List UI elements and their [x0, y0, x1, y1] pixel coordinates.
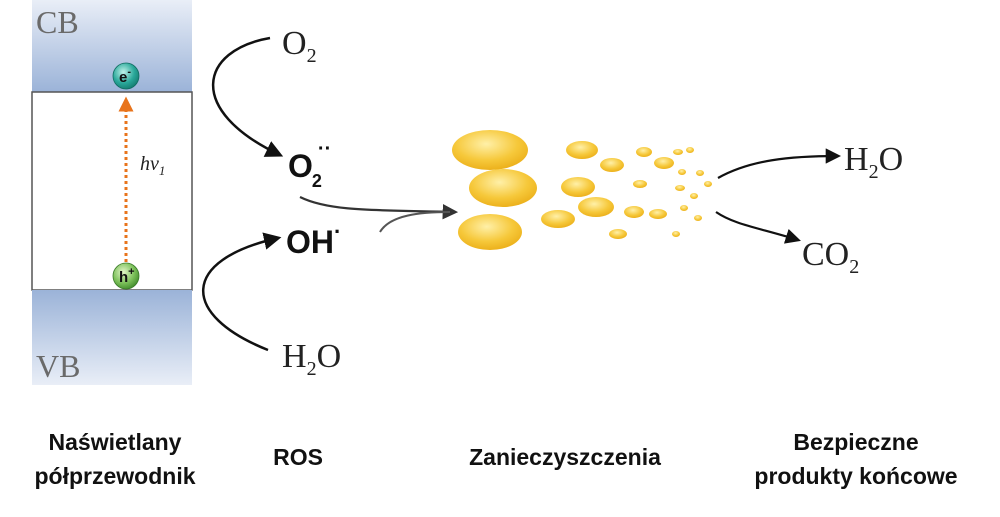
arrow-o2-to-superoxide	[211, 36, 284, 157]
pollutant-particle	[452, 130, 528, 170]
superoxide-radical: O2··	[288, 138, 331, 191]
cb-label: CB	[36, 4, 79, 40]
caption-ros: ROS	[248, 440, 348, 474]
caption-end-products-line1: Bezpieczne	[793, 429, 919, 455]
caption-semiconductor: Naświetlany półprzewodnik	[0, 425, 230, 493]
pollutant-particle	[654, 157, 674, 169]
pollutant-particle	[561, 177, 595, 197]
caption-semiconductor-line1: Naświetlany	[48, 429, 182, 455]
pollutant-particle	[541, 210, 575, 228]
electron-label: e-	[119, 66, 131, 86]
pollutant-particle	[578, 197, 614, 217]
excitation-label: hv1	[140, 153, 165, 178]
valence-band	[32, 290, 192, 385]
caption-pollutants-text: Zanieczyszczenia	[469, 444, 661, 470]
caption-end-products-line2: produkty końcowe	[754, 463, 958, 489]
pollutant-particle	[649, 209, 667, 219]
pollutant-particle	[458, 214, 522, 250]
pollutant-particle	[624, 206, 644, 218]
pollutant-particle	[675, 185, 685, 191]
pollutant-particle	[673, 149, 683, 155]
pollutant-particle	[600, 158, 624, 172]
hole-icon	[112, 262, 140, 290]
pollutant-particle	[690, 193, 698, 199]
arrow-to-water	[717, 148, 842, 179]
caption-pollutants: Zanieczyszczenia	[435, 440, 695, 474]
pollutant-particle	[696, 170, 704, 176]
semiconductor: CB VB hv1 e- h+	[31, 0, 193, 385]
conduction-band	[32, 0, 192, 92]
water-product: H2O	[844, 141, 903, 183]
pollutant-particle	[633, 180, 647, 188]
water-molecule-in: H2O	[282, 338, 341, 380]
pollutant-particle	[672, 231, 680, 237]
co2-product: CO2	[802, 236, 859, 278]
pollutant-particles	[452, 130, 712, 250]
arrow-hydroxyl-to-pollutants	[379, 211, 451, 233]
pollutant-particle	[694, 215, 702, 221]
arrow-to-co2	[715, 211, 801, 244]
caption-end-products: Bezpieczne produkty końcowe	[712, 425, 1000, 493]
hole-label: h+	[119, 266, 135, 286]
arrow-h2o-to-hydroxyl	[202, 232, 282, 352]
caption-semiconductor-line2: półprzewodnik	[34, 463, 196, 489]
pollutant-particle	[636, 147, 652, 157]
pollutant-particle	[686, 147, 694, 153]
arrow-superoxide-to-pollutants	[299, 196, 459, 220]
pollutant-particle	[566, 141, 598, 159]
vb-label: VB	[36, 348, 80, 384]
electron-icon	[112, 62, 140, 90]
pollutant-particle	[704, 181, 712, 187]
pollutant-particle	[680, 205, 688, 211]
caption-ros-text: ROS	[273, 444, 323, 470]
pollutant-particle	[609, 229, 627, 239]
oxygen-molecule: O2	[282, 25, 317, 67]
pollutant-particle	[678, 169, 686, 175]
pollutant-particle	[469, 169, 537, 207]
hydroxyl-radical: OH·	[286, 219, 341, 260]
band-gap	[31, 91, 193, 291]
